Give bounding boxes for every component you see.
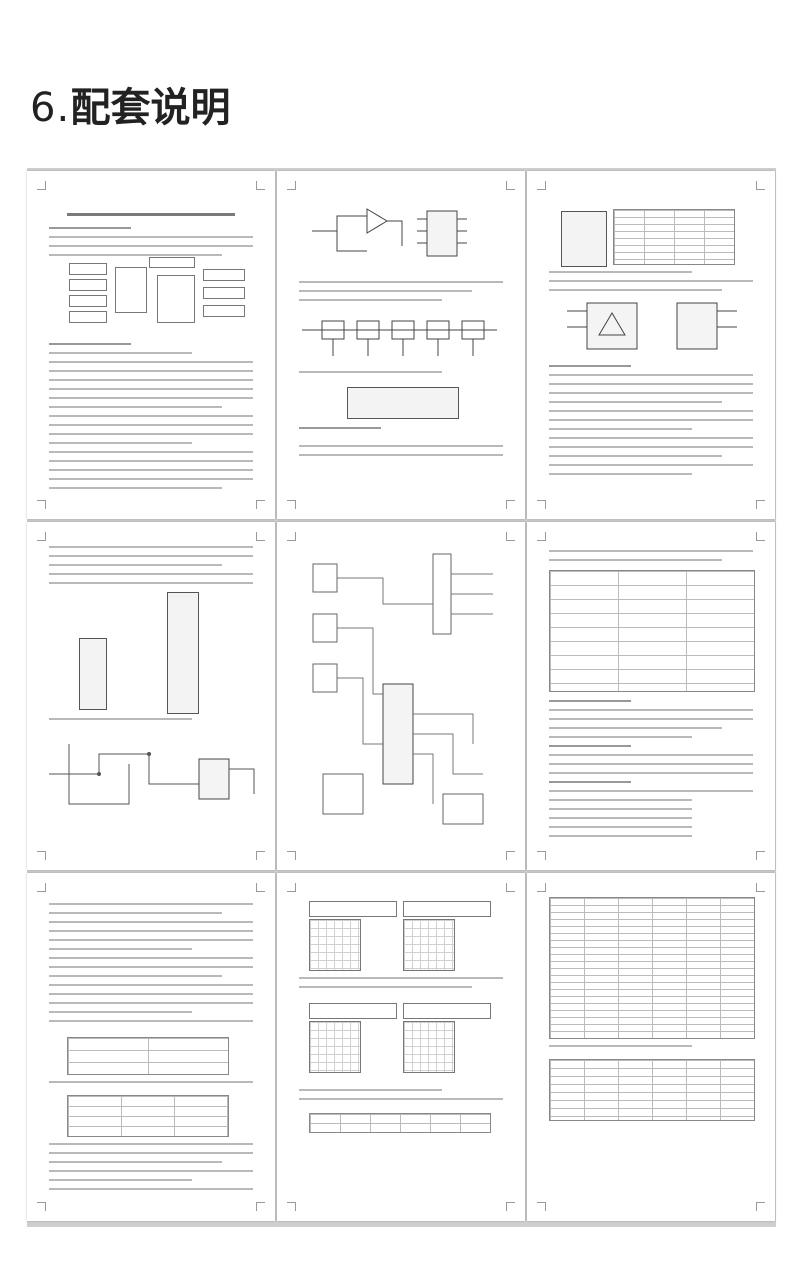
page-4-preview [27, 522, 275, 870]
document-page-7 [27, 873, 275, 1221]
page-5-preview [277, 522, 525, 870]
page-6-preview [527, 522, 775, 870]
document-page-8 [277, 873, 525, 1221]
document-page-3 [527, 171, 775, 519]
page-3-preview [527, 171, 775, 519]
page-8-preview [277, 873, 525, 1221]
section-number: 6 [30, 85, 57, 131]
document-preview-panel [27, 168, 776, 1227]
document-page-5 [277, 522, 525, 870]
section-dot: . [56, 85, 70, 131]
page-7-preview [27, 873, 275, 1221]
section-title: 配套说明 [70, 85, 231, 131]
page-1-preview [27, 171, 275, 519]
page-title: 6.配套说明 [30, 82, 230, 134]
document-page-2 [277, 171, 525, 519]
document-page-4 [27, 522, 275, 870]
document-page-6 [527, 522, 775, 870]
page-9-preview [527, 873, 775, 1221]
document-page-9 [527, 873, 775, 1221]
page-2-preview [277, 171, 525, 519]
document-page-1 [27, 171, 275, 519]
